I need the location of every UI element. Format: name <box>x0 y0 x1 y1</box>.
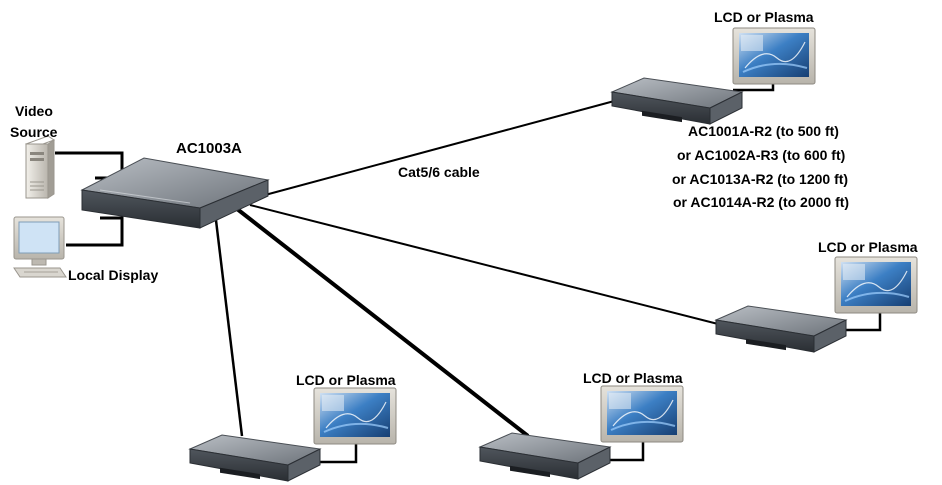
cable-lines <box>55 80 882 464</box>
receiver-right <box>715 305 847 353</box>
lcd-monitor-icon <box>313 387 397 445</box>
display-bottom-middle <box>600 385 684 443</box>
receiver-box-icon <box>189 434 321 482</box>
display-label-right: LCD or Plasma <box>818 239 918 255</box>
receiver-model-list: AC1001A-R2 (to 500 ft) or AC1002A-R3 (to… <box>672 123 849 210</box>
lcd-monitor-icon <box>834 256 918 314</box>
video-source-label-line2: Source <box>10 124 58 140</box>
receiver-model-3: or AC1013A-R2 (to 1200 ft) <box>672 171 848 187</box>
lcd-monitor-icon <box>732 27 816 85</box>
display-label-bottom-left: LCD or Plasma <box>296 372 396 388</box>
receiver-bottom-left <box>189 434 321 482</box>
receiver-box-icon <box>611 77 743 125</box>
display-top-right <box>732 27 816 85</box>
video-source-label-line1: Video <box>15 103 53 119</box>
lcd-monitor-icon <box>600 385 684 443</box>
local-display-monitor <box>13 216 67 278</box>
cable-to-receiver-top-right <box>264 99 619 196</box>
display-label-top-right: LCD or Plasma <box>714 9 814 25</box>
cable-to-receiver-bottom-middle <box>230 203 530 438</box>
cable-to-receiver-right <box>249 204 723 326</box>
display-right <box>834 256 918 314</box>
hub-device <box>80 157 270 229</box>
crt-monitor-icon <box>13 216 67 278</box>
cable-local-display <box>66 216 124 247</box>
display-label-bottom-middle: LCD or Plasma <box>583 370 683 386</box>
hub-box-icon <box>80 157 270 229</box>
receiver-box-icon <box>715 305 847 353</box>
cable-to-receiver-bottom-left <box>213 211 244 437</box>
cable-display-bottom-left <box>318 438 358 464</box>
cable-label: Cat5/6 cable <box>398 164 480 180</box>
display-bottom-left <box>313 387 397 445</box>
video-source-pc <box>24 135 56 199</box>
receiver-model-2: or AC1002A-R3 (to 600 ft) <box>677 147 845 163</box>
local-display-label: Local Display <box>68 267 158 283</box>
receiver-top-right <box>611 77 743 125</box>
hub-label: AC1003A <box>176 140 242 157</box>
receiver-model-4: or AC1014A-R2 (to 2000 ft) <box>673 194 849 210</box>
receiver-model-1: AC1001A-R2 (to 500 ft) <box>688 123 839 139</box>
tower-pc-icon <box>24 135 56 199</box>
receiver-bottom-middle <box>479 432 611 480</box>
receiver-box-icon <box>479 432 611 480</box>
cable-display-bottom-middle <box>605 438 645 462</box>
